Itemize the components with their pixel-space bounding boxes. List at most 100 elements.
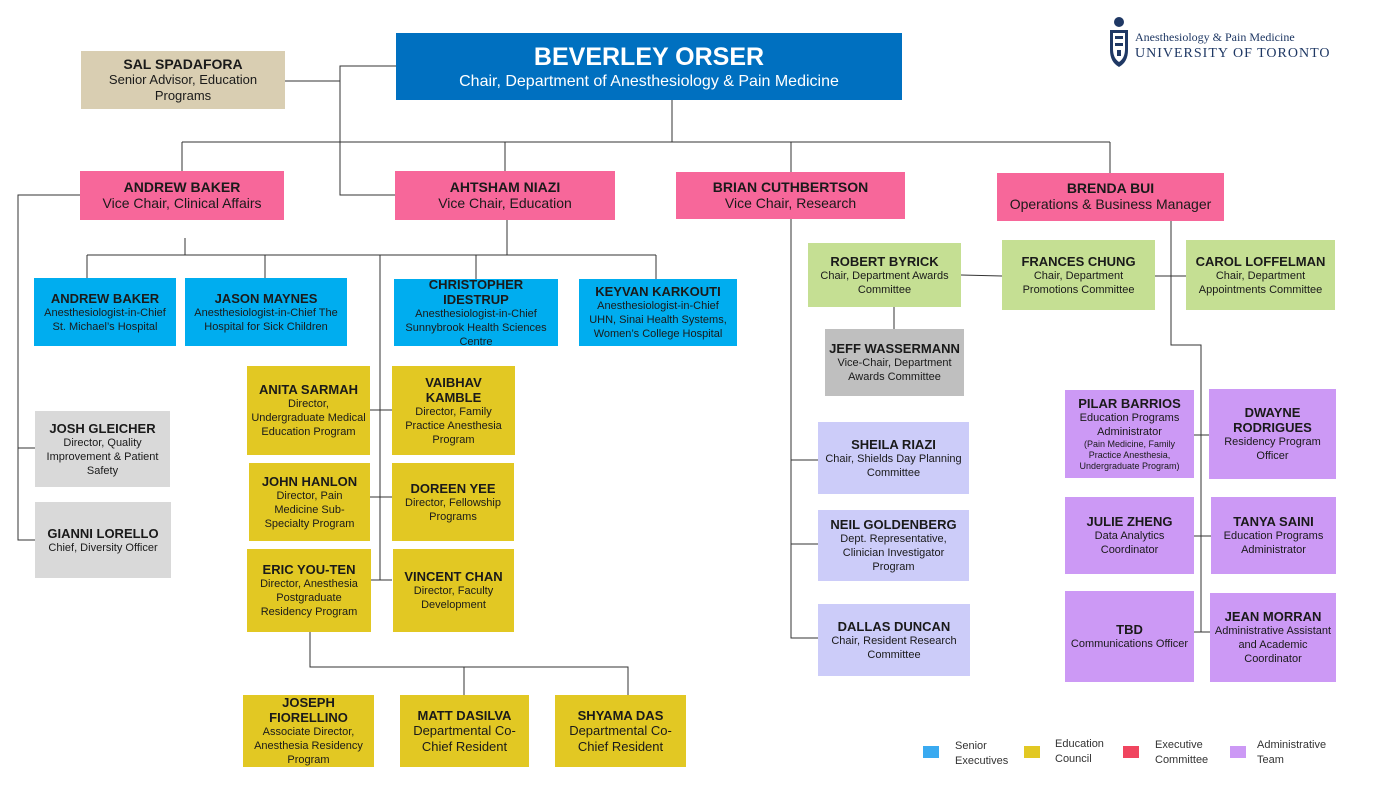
admin-box: JEAN MORRAN Administrative Assistant and…	[1210, 593, 1336, 682]
admin-box: DWAYNE RODRIGUES Residency Program Offic…	[1209, 389, 1336, 479]
person-role: Administrative Assistant and Academic Co…	[1214, 625, 1332, 665]
person-name: BRIAN CUTHBERTSON	[712, 178, 869, 195]
education-box: ERIC YOU-TEN Director, Anesthesia Postgr…	[247, 549, 371, 632]
committee-box: FRANCES CHUNG Chair, Department Promotio…	[1002, 240, 1155, 310]
legend-label-education: Education Council	[1055, 738, 1104, 765]
person-role: Chief, Diversity Officer	[48, 541, 158, 554]
university-crest-icon	[1110, 17, 1128, 67]
legend-swatch-education	[1024, 746, 1040, 758]
person-role: Anesthesiologist-in-Chief UHN, Sinai Hea…	[589, 300, 727, 340]
person-name: PILAR BARRIOS	[1078, 396, 1181, 411]
vice-chair-box: ANDREW BAKER Vice Chair, Clinical Affair…	[80, 171, 284, 220]
chief-box: CHRISTOPHER IDESTRUP Anesthesiologist-in…	[394, 276, 558, 348]
education-box: ANITA SARMAH Director, Undergraduate Med…	[247, 366, 370, 455]
person-role: Residency Program Officer	[1224, 436, 1321, 462]
education-box: JOHN HANLON Director, Pain Medicine Sub-…	[249, 463, 370, 541]
person-name: DOREEN YEE	[410, 480, 496, 496]
person-role: Vice-Chair, Department Awards Committee	[837, 357, 952, 383]
person-role: Communications Officer	[1070, 638, 1189, 650]
person-name: ROBERT BYRICK	[830, 253, 939, 269]
person-role: Director, Fellowship Programs	[405, 496, 501, 523]
person-name: SHYAMA DAS	[577, 707, 664, 723]
person-name: AHTSHAM NIAZI	[449, 178, 561, 195]
legend-swatch-executive	[1123, 746, 1139, 758]
committee-box: JEFF WASSERMANN Vice-Chair, Department A…	[825, 329, 964, 396]
person-role: Anesthesiologist-in-Chief The Hospital f…	[194, 306, 338, 333]
university-logo: Anesthesiology & Pain Medicine UNIVERSIT…	[1108, 16, 1348, 70]
person-name: JASON MAYNES	[214, 290, 318, 306]
chair-box: BEVERLEY ORSER Chair, Department of Anes…	[396, 33, 902, 100]
person-note: (Pain Medicine, Family Practice Anesthes…	[1079, 439, 1180, 471]
person-role: Chair, Department Appointments Committee	[1198, 269, 1323, 296]
chief-box: ANDREW BAKER Anesthesiologist-in-Chief S…	[34, 278, 176, 346]
research-box: SHEILA RIAZI Chair, Shields Day Planning…	[818, 422, 969, 494]
person-role: Vice Chair, Research	[724, 194, 857, 211]
person-name: TANYA SAINI	[1233, 514, 1314, 529]
person-name: DALLAS DUNCAN	[837, 618, 951, 634]
person-name: MATT DASILVA	[417, 707, 512, 723]
person-role: Chair, Resident Research Committee	[831, 634, 957, 661]
person-name: VINCENT CHAN	[404, 569, 503, 584]
person-role: Data Analytics Coordinator	[1094, 530, 1165, 556]
person-name: GIANNI LORELLO	[47, 525, 159, 541]
chair-name: BEVERLEY ORSER	[533, 42, 765, 71]
research-box: DALLAS DUNCAN Chair, Resident Research C…	[818, 604, 970, 676]
person-name: CAROL LOFFELMAN	[1195, 253, 1326, 269]
person-role: Associate Director, Anesthesia Residency…	[254, 726, 363, 766]
person-role: Chair, Department Awards Committee	[820, 269, 949, 296]
education-box: VAIBHAV KAMBLE Director, Family Practice…	[392, 366, 515, 455]
education-box: DOREEN YEE Director, Fellowship Programs	[392, 463, 514, 541]
vice-chair-box: BRENDA BUI Operations & Business Manager	[997, 173, 1224, 221]
committee-box: CAROL LOFFELMAN Chair, Department Appoin…	[1186, 240, 1335, 310]
advisor-name: SAL SPADAFORA	[123, 55, 243, 72]
residency-box: JOSEPH FIORELLINO Associate Director, An…	[243, 695, 374, 767]
advisor-role: Senior Advisor, Education Programs	[108, 71, 258, 103]
person-role: Director, Quality Improvement & Patient …	[46, 436, 159, 477]
person-name: SHEILA RIAZI	[851, 436, 936, 452]
logo-university-text: UNIVERSITY OF TORONTO	[1135, 46, 1331, 61]
admin-box: PILAR BARRIOS Education Programs Adminis…	[1065, 390, 1194, 478]
person-name: TBD	[1116, 622, 1143, 637]
person-role: Chair, Department Promotions Committee	[1022, 269, 1135, 296]
person-name: KEYVAN KARKOUTI	[595, 284, 721, 299]
person-name: CHRISTOPHER IDESTRUP	[428, 276, 524, 307]
person-role: Director, Family Practice Anesthesia Pro…	[405, 405, 502, 446]
person-name: ANITA SARMAH	[259, 382, 358, 397]
committee-box: ROBERT BYRICK Chair, Department Awards C…	[808, 243, 961, 307]
legend-swatch-admin	[1230, 746, 1246, 758]
person-name: ANDREW BAKER	[50, 290, 160, 306]
person-role: Anesthesiologist-in-Chief St. Michael’s …	[44, 306, 166, 333]
legend-swatch-senior	[923, 746, 939, 758]
person-name: JULIE ZHENG	[1086, 514, 1173, 529]
person-name: VAIBHAV KAMBLE	[425, 374, 482, 405]
person-role: Departmental Co-Chief Resident	[569, 722, 672, 754]
person-role: Departmental Co-Chief Resident	[413, 722, 516, 754]
person-name: JOSH GLEICHER	[49, 420, 156, 436]
logo-department-text: Anesthesiology & Pain Medicine	[1135, 30, 1295, 44]
admin-box: TBD Communications Officer	[1065, 591, 1194, 682]
person-name: ANDREW BAKER	[123, 178, 241, 195]
person-role: Education Programs Administrator	[1223, 530, 1324, 556]
person-name: NEIL GOLDENBERG	[830, 517, 957, 532]
residency-box: MATT DASILVA Departmental Co-Chief Resid…	[400, 695, 529, 767]
legend-label-executive: Executive Committee	[1155, 739, 1209, 766]
person-role: Director, Faculty Development	[413, 585, 494, 611]
person-role: Director, Undergraduate Medical Educatio…	[251, 398, 366, 438]
advisor-box: SAL SPADAFORA Senior Advisor, Education …	[81, 51, 285, 109]
vice-chair-box: BRIAN CUTHBERTSON Vice Chair, Research	[676, 172, 905, 219]
chair-role: Chair, Department of Anesthesiology & Pa…	[459, 72, 839, 90]
residency-box: SHYAMA DAS Departmental Co-Chief Residen…	[555, 695, 686, 767]
person-role: Education Programs Administrator	[1079, 412, 1180, 438]
person-name: FRANCES CHUNG	[1021, 253, 1136, 269]
person-role: Operations & Business Manager	[1009, 196, 1212, 212]
vice-chair-box: AHTSHAM NIAZI Vice Chair, Education	[395, 171, 615, 220]
education-box: VINCENT CHAN Director, Faculty Developme…	[393, 549, 514, 632]
admin-box: TANYA SAINI Education Programs Administr…	[1211, 497, 1336, 574]
person-role: Vice Chair, Education	[438, 194, 572, 211]
person-role: Director, Anesthesia Postgraduate Reside…	[260, 578, 358, 618]
person-name: ERIC YOU-TEN	[262, 562, 356, 577]
person-role: Director, Pain Medicine Sub-Specialty Pr…	[264, 489, 355, 530]
legend-label-senior: Senior Executives	[955, 740, 1009, 767]
chief-box: KEYVAN KARKOUTI Anesthesiologist-in-Chie…	[579, 279, 737, 346]
